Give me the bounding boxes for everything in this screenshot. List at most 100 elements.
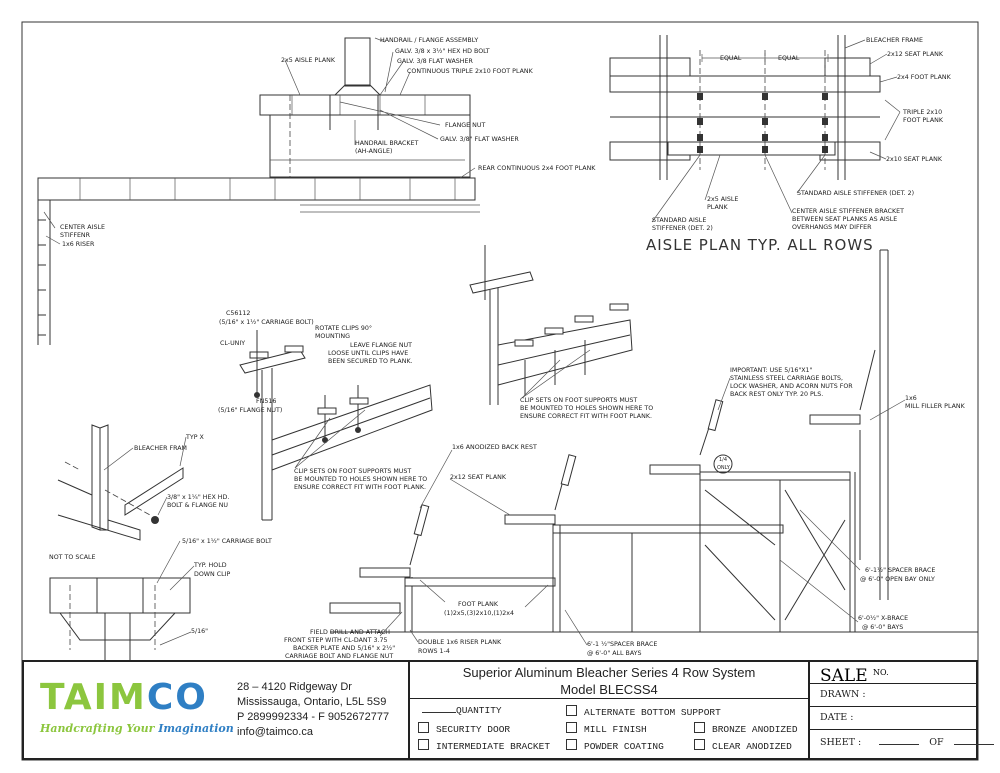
checkbox[interactable] (566, 739, 577, 750)
label-riser: 1x6 RISER (62, 241, 95, 248)
sheet-border (21, 21, 979, 761)
label-mounting: MOUNTING (315, 333, 350, 340)
label-aisle-plank: 2x5 AISLE PLANK (281, 57, 336, 64)
option-intermediate-bracket[interactable]: INTERMEDIATE BRACKET (418, 739, 550, 753)
label-spacer-brace-open: 6'-1½" SPACER BRACE (865, 566, 935, 574)
label-standard-stiffener-right: STANDARD AISLE STIFFENER (DET. 2) (797, 190, 914, 197)
company-block: TAIMCO Handcrafting Your Imagination 28 … (22, 660, 410, 760)
label-flat-washer: GALV. 3/8 FLAT WASHER (397, 58, 473, 65)
phone-fax: P 2899992334 - F 9052672777 (237, 711, 390, 723)
company-address: 28 – 4120 Ridgeway Dr Mississauga, Ontar… (237, 680, 389, 740)
aisle-plan (609, 35, 901, 223)
checkbox[interactable] (566, 705, 577, 716)
checkbox[interactable] (694, 722, 705, 733)
label-filler-plank-2: MILL FILLER PLANK (905, 403, 966, 410)
label-center-bracket-3: OVERHANGS MAY DIFFER (792, 224, 872, 231)
label-ah-angle: (AH-ANGLE) (355, 148, 392, 155)
label-stiffener: STIFFENR (60, 232, 91, 239)
label-hex-bolt-detail: 3/8" x 1¼" HEX HD. (167, 494, 229, 501)
label-carriage-bolt: (5/16" x 1½" CARRIAGE BOLT) (219, 318, 314, 326)
quantity-field[interactable]: QUANTITY (422, 705, 502, 717)
email: info@taimco.ca (237, 726, 313, 738)
label-important-note-2: STAINLESS STEEL CARRIAGE BOLTS, (730, 375, 843, 382)
label-important-note-4: BACK REST ONLY TYP. 20 PLS. (730, 391, 823, 398)
label-standard-stiffener-left: STANDARD AISLE (652, 217, 706, 224)
option-powder-coating[interactable]: POWDER COATING (566, 739, 664, 753)
label-flange-nut-516: (5/16" FLANGE NUT) (218, 407, 282, 414)
label-hold-down-clip-2: DOWN CLIP (194, 571, 231, 578)
label-seat-plank-12: 2x12 SEAT PLANK (887, 51, 944, 58)
logo-tagline: Handcrafting Your Imagination (40, 722, 234, 735)
option-bronze-anodized[interactable]: BRONZE ANODIZED (694, 722, 798, 736)
label-leave-flange-nut: LEAVE FLANGE NUT (350, 342, 412, 349)
label-flange-nut: FLANGE NUT (445, 122, 485, 129)
label-clip-note-2: BE MOUNTED TO HOLES SHOWN HERE TO (294, 476, 427, 483)
label-equal-right: EQUAL (778, 55, 800, 62)
label-rotate-clips: ROTATE CLIPS 90° (315, 324, 372, 332)
label-hold-down-clip: TYP. HOLD (193, 562, 227, 569)
label-leave-flange-nut-2: LOOSE UNTIL CLIPS HAVE (328, 350, 408, 357)
clip-detail-2 (469, 245, 633, 405)
label-nut-size: 5/16" (191, 628, 208, 635)
drawing-title: Superior Aluminum Bleacher Series 4 Row … (410, 662, 808, 699)
label-only: ONLY (717, 465, 731, 471)
label-foot-plank: FOOT PLANK (458, 601, 499, 608)
label-center-bracket-2: BETWEEN SEAT PLANKS AS AISLE (792, 216, 897, 223)
label-clip-note-b2: BE MOUNTED TO HOLES SHOWN HERE TO (520, 405, 653, 412)
title-line-1: Superior Aluminum Bleacher Series 4 Row … (462, 665, 756, 680)
checkbox[interactable] (418, 739, 429, 750)
label-important-note-3: LOCK WASHER, AND ACORN NUTS FOR (730, 383, 853, 390)
clip-detail (239, 330, 433, 521)
label-foot-plank-2: (1)2x5,(3)2x10,(1)2x4 (444, 610, 514, 617)
label-leave-flange-nut-3: BEEN SECURED TO PLANK. (328, 358, 413, 365)
option-clear-anodized[interactable]: CLEAR ANODIZED (694, 739, 792, 753)
label-equal-left: EQUAL (720, 55, 742, 62)
label-field-drill-3: BACKER PLATE AND 5/16" x 2½" (293, 644, 395, 652)
sheet-field[interactable]: SHEET :OF (810, 730, 994, 756)
label-rear-foot-plank: REAR CONTINUOUS 2x4 FOOT PLANK (478, 165, 596, 172)
address-line-1: 28 – 4120 Ridgeway Dr (237, 681, 352, 693)
taimco-logo: TAIMCO (40, 677, 208, 718)
label-field-drill-4: CARRIAGE BOLT AND FLANGE NUT (285, 653, 393, 660)
label-handrail-bracket: HANDRAIL BRACKET (355, 140, 419, 147)
label-field-drill-2: FRONT STEP WITH CL-DANT 3.75 (284, 637, 388, 644)
sale-block: SALE NO. DRAWN : DATE : SHEET :OF (808, 660, 994, 760)
option-alternate-bottom-support[interactable]: ALTERNATE BOTTOM SUPPORT (566, 705, 721, 719)
label-spacer-brace-all-2: @ 6'-0" ALL BAYS (587, 649, 642, 657)
label-center-bracket: CENTER AISLE STIFFENER BRACKET (792, 208, 904, 215)
label-spacer-brace-open-2: @ 6'-0" OPEN BAY ONLY (860, 575, 935, 583)
label-quarter: 1/4 (719, 457, 727, 463)
drawn-field[interactable]: DRAWN : (810, 684, 976, 707)
label-carriage-bolt-detail: 5/16" x 1½" CARRIAGE BOLT (182, 537, 272, 545)
checkbox[interactable] (418, 722, 429, 733)
project-block: Superior Aluminum Bleacher Series 4 Row … (408, 660, 810, 760)
option-mill-finish[interactable]: MILL FINISH (566, 722, 647, 736)
date-field[interactable]: DATE : (810, 707, 976, 730)
label-aisle-plank: 2x5 AISLE (707, 196, 738, 203)
label-cl-uniy: CL-UNIY (220, 340, 245, 347)
sale-no: SALE NO. (810, 662, 976, 686)
frame-connection-detail (49, 424, 195, 660)
label-x-brace-2: @ 6'-0" BAYS (862, 623, 903, 631)
address-line-2: Mississauga, Ontario, L5L 5S9 (237, 696, 387, 708)
label-handrail-flange: HANDRAIL / FLANGE ASSEMBLY (380, 37, 478, 44)
label-aisle-plank-2: PLANK (707, 204, 728, 211)
label-foot-plank-4: 2x4 FOOT PLANK (897, 74, 952, 81)
option-security-door[interactable]: SECURITY DOOR (418, 722, 510, 736)
label-center-aisle: CENTER AISLE (60, 224, 105, 231)
label-typ-x: TYP X (185, 434, 204, 441)
label-back-rest: 1x6 ANODIZED BACK REST (452, 444, 537, 451)
label-not-to-scale: NOT TO SCALE (49, 554, 96, 561)
label-triple-foot-plank: CONTINUOUS TRIPLE 2x10 FOOT PLANK (407, 68, 534, 75)
label-clip-note-b: CLIP SETS ON FOOT SUPPORTS MUST (520, 397, 637, 404)
checkbox[interactable] (566, 722, 577, 733)
label-bleacher-frame: BLEACHER FRAME (866, 37, 923, 44)
label-clip-note-3: ENSURE CORRECT FIT WITH FOOT PLANK. (294, 484, 426, 491)
checkbox[interactable] (694, 739, 705, 750)
label-hex-bolt: GALV. 3/8 x 3½" HEX HD BOLT (395, 47, 490, 55)
label-c56112: C56112 (226, 310, 250, 317)
bleacher-elevation (329, 249, 978, 646)
label-flat-washer-2: GALV. 3/8" FLAT WASHER (440, 136, 519, 143)
label-triple-2x10: TRIPLE 2x10 (902, 109, 942, 116)
